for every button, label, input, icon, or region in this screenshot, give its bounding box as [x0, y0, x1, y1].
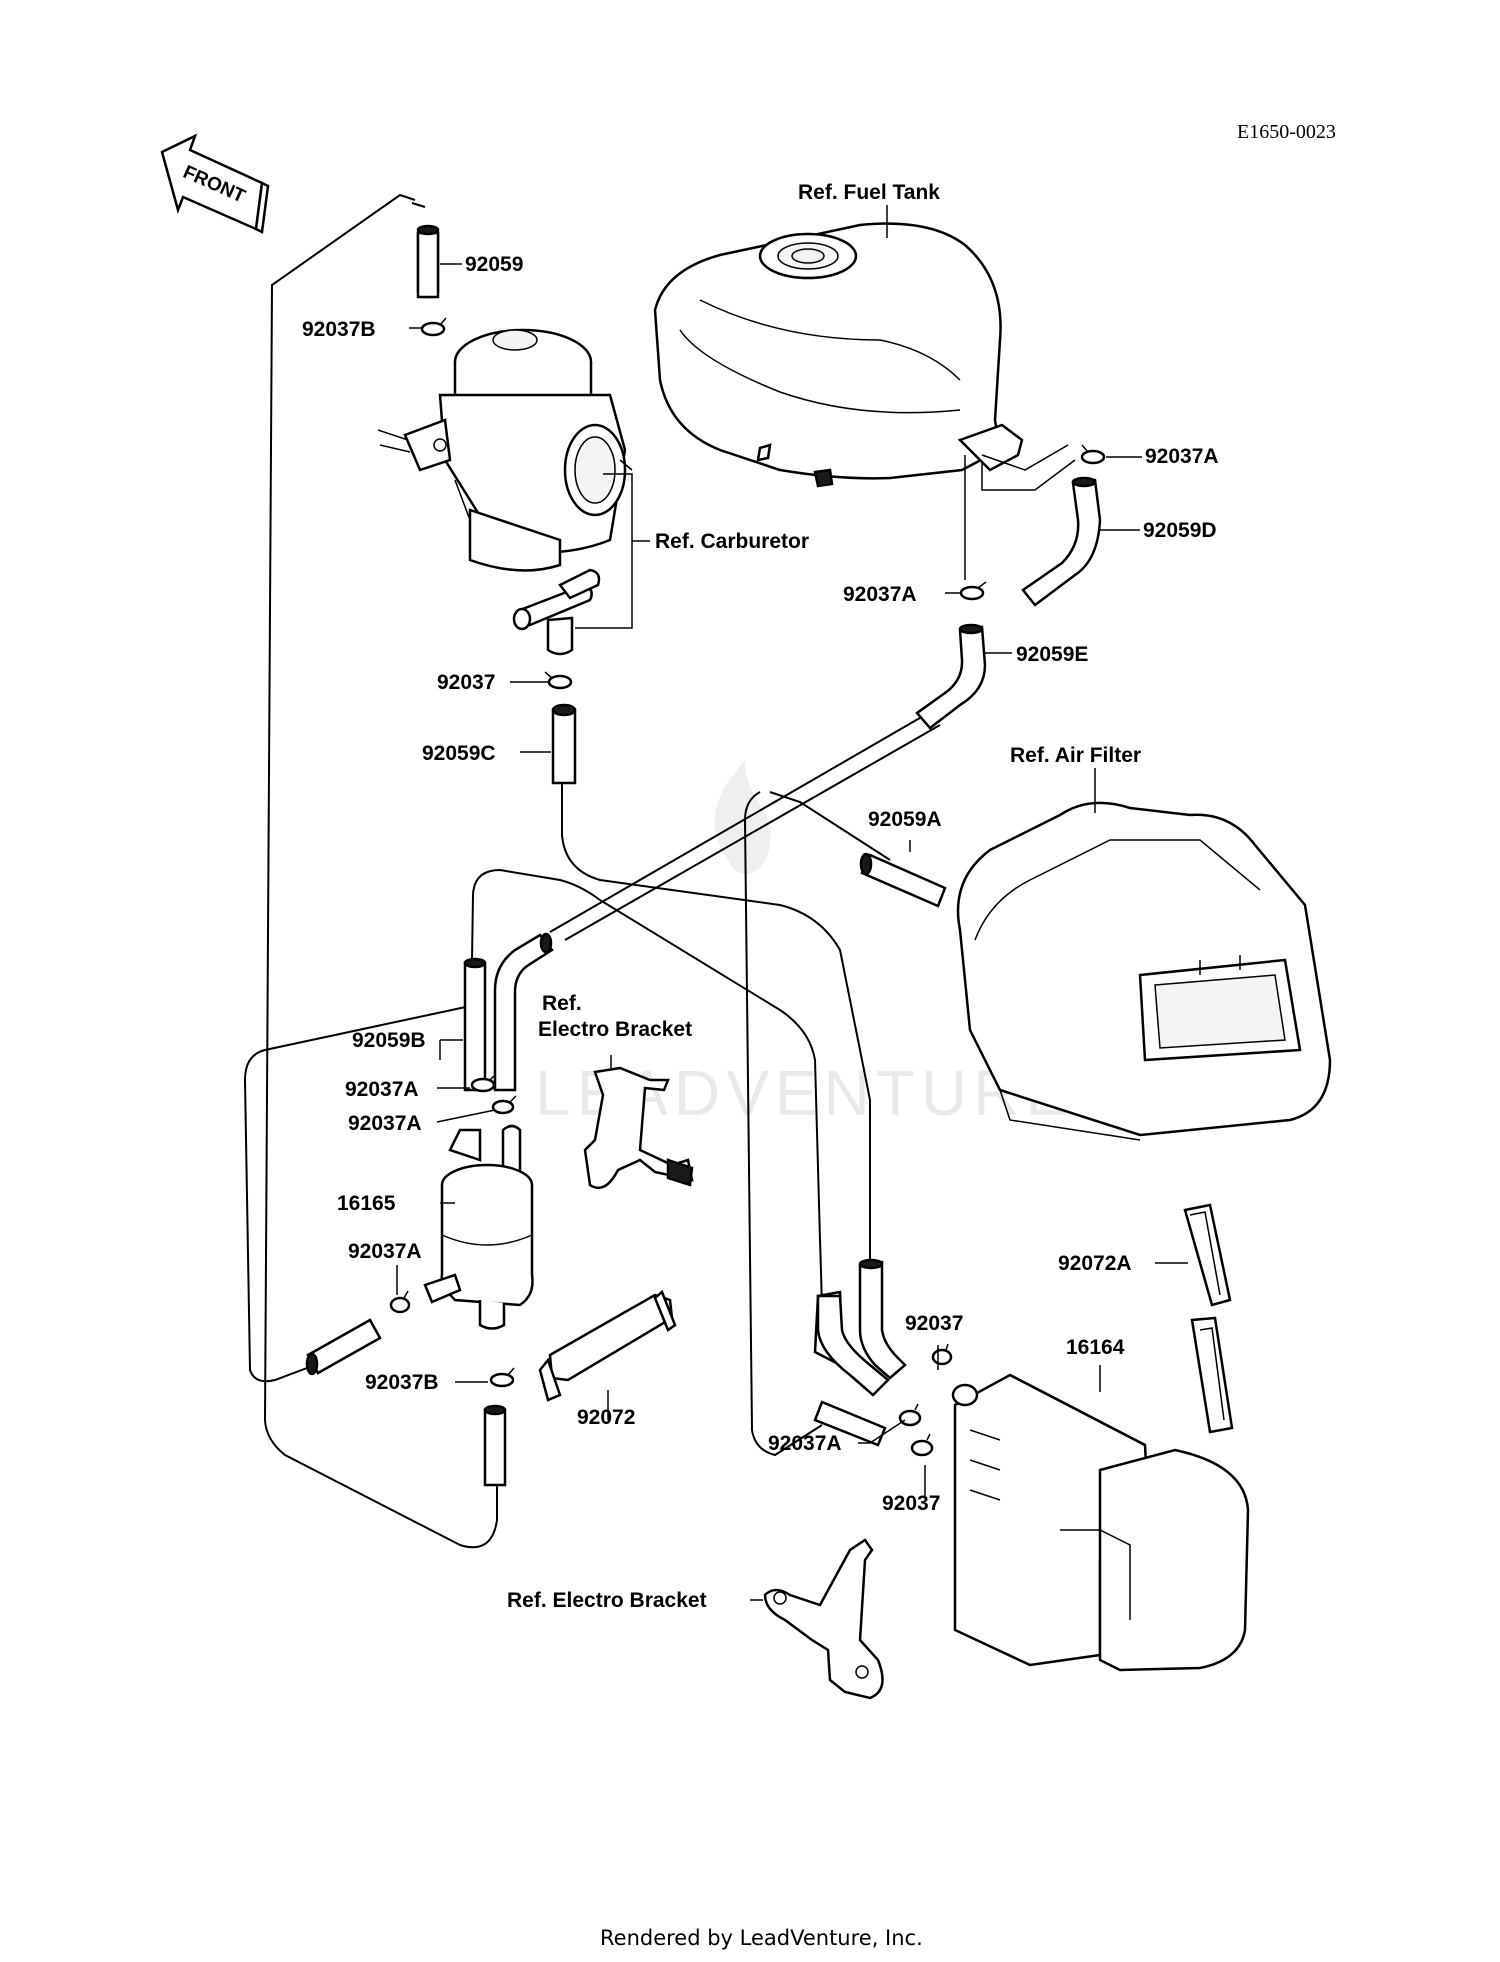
label-92037A-c: 92037A [768, 1432, 842, 1455]
label-92037-carb: 92037 [437, 671, 495, 694]
label-92059A: 92059A [868, 808, 942, 831]
leader-lines [396, 263, 1188, 1601]
label-92072A: 92072A [1058, 1252, 1132, 1275]
label-92037A-f2: 92037A [348, 1112, 422, 1135]
label-92059C: 92059C [422, 742, 496, 765]
label-electro-bracket: Electro Bracket [538, 1018, 692, 1041]
label-92037A-tank: 92037A [1145, 445, 1219, 468]
label-92059E: 92059E [1016, 643, 1088, 666]
front-arrow-icon: FRONT [160, 133, 270, 234]
hose-routes [243, 193, 941, 1549]
hose-segments [305, 224, 1102, 1487]
label-92037A-f3: 92037A [348, 1240, 422, 1263]
label-92037A-f1: 92037A [345, 1078, 419, 1101]
label-16165: 16165 [337, 1192, 396, 1215]
label-92072: 92072 [577, 1406, 635, 1429]
label-electro-bracket-ref: Ref. [542, 992, 582, 1015]
air-filter-label: Ref. Air Filter [1010, 744, 1141, 767]
fuel-tank [653, 222, 1076, 580]
carburetor-label: Ref. Carburetor [655, 530, 809, 553]
label-92037A-mid: 92037A [843, 583, 917, 606]
diagram-code: E1650-0023 [1237, 121, 1336, 143]
label-16164: 16164 [1066, 1336, 1125, 1359]
label-92037B-low: 92037B [365, 1371, 439, 1394]
part-labels: 92059 92037B 92037A 92059D 92037A 92059E… [302, 253, 1219, 1612]
footer-credit: Rendered by LeadVenture, Inc. [600, 1926, 923, 1950]
strap-92072A [1183, 1203, 1234, 1434]
carburetor [377, 328, 633, 656]
electro-bracket-lower [763, 1538, 884, 1700]
canister [951, 1373, 1250, 1672]
electro-bracket-upper [583, 1066, 694, 1190]
clamps [389, 317, 1106, 1457]
label-92037-c2: 92037 [882, 1492, 940, 1515]
label-92037B-top: 92037B [302, 318, 376, 341]
label-electro-bracket-lower: Ref. Electro Bracket [507, 1589, 707, 1612]
label-92059B: 92059B [352, 1029, 426, 1052]
label-92059D: 92059D [1143, 519, 1217, 542]
fuel-filter [423, 1124, 534, 1330]
label-92037-c1: 92037 [905, 1312, 963, 1335]
strap-92072 [538, 1289, 677, 1402]
label-92059: 92059 [465, 253, 523, 276]
fuel-tank-label: Ref. Fuel Tank [798, 181, 940, 204]
air-filter [956, 801, 1332, 1141]
